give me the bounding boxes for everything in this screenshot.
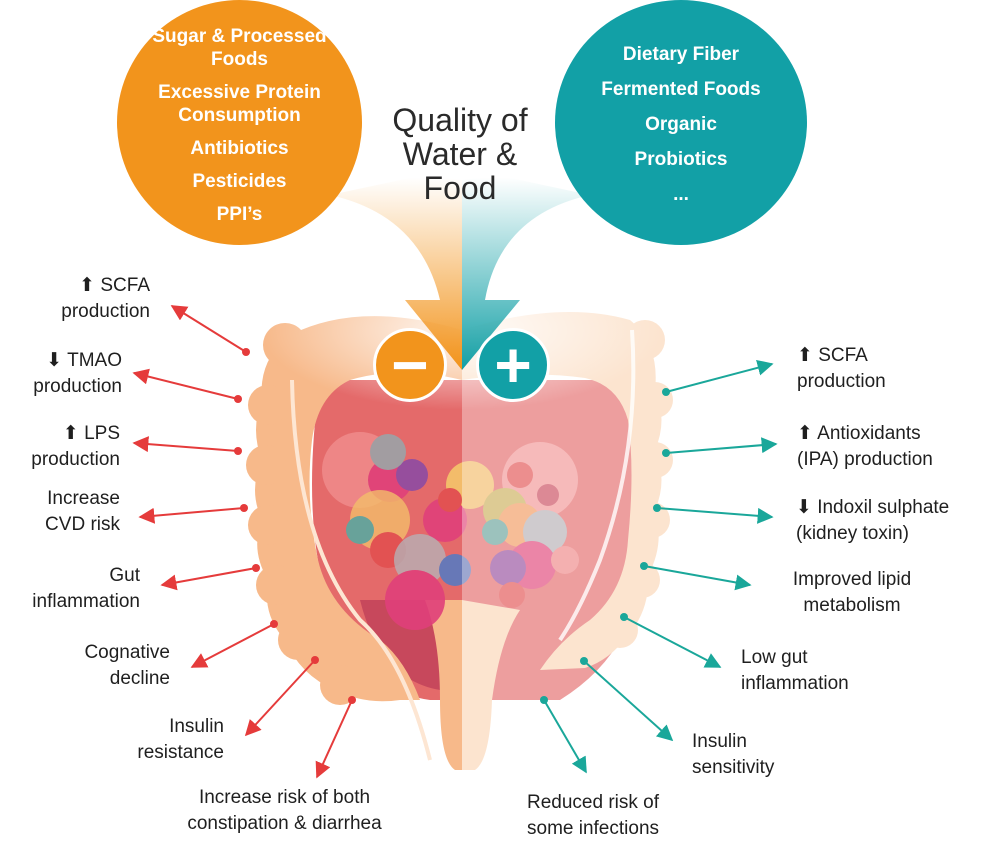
negative-factor: Excessive Protein Consumption (158, 82, 321, 126)
positive-factor: Organic (645, 114, 717, 135)
negative-factors-bubble: Sugar & Processed Foods Excessive Protei… (117, 0, 362, 245)
negative-flow-arrow (330, 177, 462, 370)
positive-factor: Fermented Foods (601, 79, 761, 100)
center-title-line: Quality of (392, 102, 528, 138)
effect-label-antioxidants: ⬆ Antioxidants(IPA) production (797, 423, 933, 470)
center-title-line: Water & (402, 136, 518, 172)
negative-factor: Sugar & Processed Foods (152, 26, 327, 70)
center-title-line: Food (423, 170, 497, 206)
negative-factor: Pesticides (192, 171, 287, 192)
negative-factor: PPI’s (216, 204, 263, 225)
positive-factor: ... (673, 184, 689, 205)
minus-icon: − (373, 328, 447, 402)
positive-flow-arrow (462, 177, 590, 370)
plus-icon: + (476, 328, 550, 402)
gut-bacteria (322, 432, 579, 630)
negative-connectors (132, 305, 356, 779)
positive-connectors (540, 359, 778, 774)
negative-factor: Antibiotics (190, 138, 289, 159)
effect-label-indoxil: ⬇ Indoxil sulphate(kidney toxin) (796, 497, 950, 544)
positive-factor: Dietary Fiber (622, 44, 740, 65)
positive-factor: Probiotics (634, 149, 728, 170)
positive-factors-bubble: Dietary Fiber Fermented Foods Organic Pr… (555, 0, 807, 245)
center-title: Quality of Water & Food (370, 103, 550, 205)
